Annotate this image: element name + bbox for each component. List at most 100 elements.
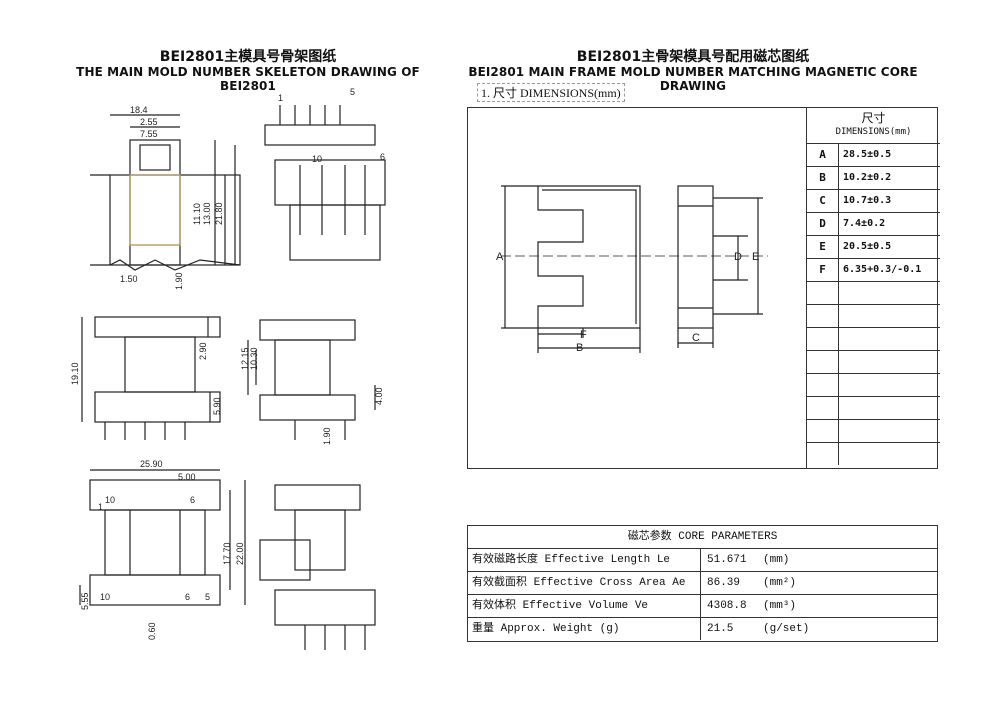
right-title-block: BEI2801主骨架模具号配用磁芯图纸 BEI2801 MAIN FRAME M… [448, 49, 938, 93]
pin-label: 5 [350, 87, 355, 97]
dimensions-header-cn: 尺寸 [861, 111, 886, 125]
dim-row-empty [807, 328, 940, 351]
param-value-cell: 21.5 (g/set) [700, 618, 938, 640]
core-label-b: B [576, 342, 583, 354]
pin-label: 6 [185, 592, 190, 602]
core-label-e: E [752, 251, 759, 263]
param-value: 21.5 [707, 623, 734, 635]
core-parameters-header: 磁芯参数 CORE PARAMETERS [468, 526, 937, 549]
core-label-d: D [734, 251, 742, 263]
dim-text: 5.00 [178, 472, 196, 482]
core-label-a: A [496, 251, 504, 263]
param-unit: (mm) [763, 554, 790, 566]
dim-key-empty [807, 420, 839, 442]
left-title-block: BEI2801主模具号骨架图纸 THE MAIN MOLD NUMBER SKE… [58, 49, 438, 93]
skeleton-drawings: 18.4 2.55 7.55 11.10 13.00 21.80 1.50 1.… [70, 87, 386, 650]
param-unit: (g/set) [763, 623, 810, 635]
dim-row-empty [807, 282, 940, 305]
param-row: 有效截面积 Effective Cross Area Ae 86.39 (mm²) [468, 572, 937, 595]
dim-text: 21.80 [214, 202, 224, 225]
param-value-cell: 51.671 (mm) [700, 549, 938, 571]
dim-text: 5.90 [212, 397, 222, 415]
dim-row: D 7.4±0.2 [807, 213, 940, 236]
dim-key-empty [807, 351, 839, 373]
dim-row-empty [807, 305, 940, 328]
pin-label: 10 [312, 154, 322, 164]
pin-label: 6 [190, 495, 195, 505]
pin-label: 1 [278, 93, 283, 103]
param-label: 重量 Approx. Weight (g) [472, 623, 620, 635]
dim-text: 19.10 [70, 362, 80, 385]
dim-key: B [807, 167, 839, 189]
dim-text: 17.70 [222, 542, 232, 565]
dim-value: 6.35+0.3/-0.1 [843, 264, 922, 275]
dim-text: 2.55 [140, 117, 158, 127]
dim-text: 25.90 [140, 459, 163, 469]
dim-value: 20.5±0.5 [843, 241, 892, 252]
section-title: 1. 尺寸 DIMENSIONS(mm) [477, 83, 625, 102]
dim-key-empty [807, 282, 839, 304]
dim-key-empty [807, 443, 839, 465]
dim-row: C 10.7±0.3 [807, 190, 940, 213]
dim-text: 12.15 [240, 347, 250, 370]
param-value: 86.39 [707, 577, 741, 589]
dim-row-empty [807, 397, 940, 420]
dim-key-empty [807, 397, 839, 419]
dim-row-empty [807, 374, 940, 397]
dim-key: C [807, 190, 839, 212]
dim-text: 13.00 [202, 202, 212, 225]
param-row: 有效体积 Effective Volume Ve 4308.8(mm³) [468, 595, 937, 618]
pin-label: 5 [205, 592, 210, 602]
param-value-cell: 4308.8(mm³) [700, 595, 938, 617]
dim-text: 22.00 [235, 542, 245, 565]
dim-text: 1.90 [174, 272, 184, 290]
dim-key: E [807, 236, 839, 258]
param-row: 重量 Approx. Weight (g) 21.5 (g/set) [468, 618, 937, 641]
pin-label: 10 [105, 495, 115, 505]
dim-value: 10.7±0.3 [843, 195, 892, 206]
dim-text: 11.10 [192, 203, 202, 225]
dim-text: 5.55 [80, 592, 90, 610]
right-title-cn: BEI2801主骨架模具号配用磁芯图纸 [576, 49, 810, 65]
param-value: 4308.8 [707, 600, 747, 612]
dim-row: E 20.5±0.5 [807, 236, 940, 259]
core-parameters-table: 磁芯参数 CORE PARAMETERS 有效磁路长度 Effective Le… [467, 525, 938, 642]
dim-key: D [807, 213, 839, 235]
left-title-cn: BEI2801主模具号骨架图纸 [159, 49, 337, 65]
dim-value: 10.2±0.2 [843, 172, 892, 183]
dim-text: 18.4 [130, 105, 148, 115]
core-label-f: F [580, 329, 587, 341]
dim-value: 7.4±0.2 [843, 218, 886, 229]
pin-label: 10 [100, 592, 110, 602]
param-row: 有效磁路长度 Effective Length Le 51.671 (mm) [468, 549, 937, 572]
dim-row: F 6.35+0.3/-0.1 [807, 259, 940, 282]
dim-text: 0.60 [147, 622, 157, 640]
dim-key: A [807, 144, 839, 166]
right-title-en: BEI2801 MAIN FRAME MOLD NUMBER MATCHING … [468, 65, 918, 93]
dim-text: 7.55 [140, 129, 158, 139]
pin-label: 6 [380, 152, 385, 162]
dim-text: 2.90 [198, 342, 208, 360]
dimensions-header: 尺寸 DIMENSIONS(mm) [807, 107, 940, 144]
dimensions-header-en: DIMENSIONS(mm) [835, 127, 912, 137]
param-label: 有效体积 Effective Volume Ve [472, 600, 649, 612]
dim-key-empty [807, 328, 839, 350]
dim-text: 4.00 [374, 387, 384, 405]
param-label: 有效磁路长度 Effective Length Le [472, 554, 671, 566]
param-label: 有效截面积 Effective Cross Area Ae [472, 577, 686, 589]
param-value: 51.671 [707, 554, 747, 566]
dim-row-empty [807, 443, 940, 466]
dim-row-empty [807, 351, 940, 374]
dim-text: 1.90 [322, 427, 332, 445]
dim-text: 10.30 [249, 347, 259, 370]
dim-key-empty [807, 374, 839, 396]
dim-row-empty [807, 420, 940, 443]
dim-key: F [807, 259, 839, 281]
dim-key-empty [807, 305, 839, 327]
pin-label: 1 [98, 502, 103, 512]
param-value-cell: 86.39 (mm²) [700, 572, 938, 594]
param-unit: (mm²) [763, 577, 797, 589]
